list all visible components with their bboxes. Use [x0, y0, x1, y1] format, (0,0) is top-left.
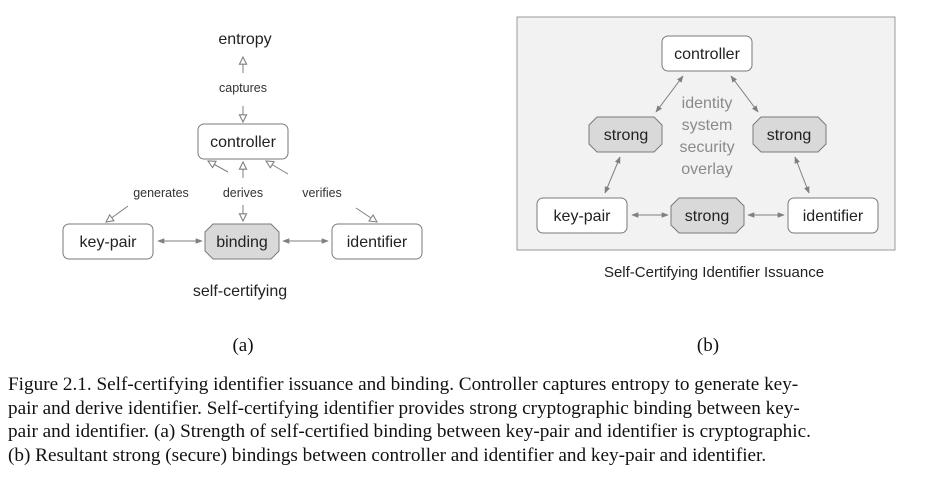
caption-line: pair and identifier. (a) Strength of sel…	[8, 421, 811, 442]
panel-b-node-strong-bottom: strong	[685, 208, 729, 225]
panel-b-overlay-line-4: overlay	[681, 161, 733, 178]
panel-b-edge-controller-strong-left	[655, 75, 684, 113]
edge-label-verifies: verifies	[302, 186, 342, 200]
panel-b-strong-bottom-octagon	[670, 197, 745, 234]
panel-b-node-strong-left: strong	[604, 127, 648, 144]
edge-label-derives: derives	[223, 186, 263, 200]
caption-line: pair and derive identifier. Self-certify…	[8, 397, 800, 419]
panel-b-sublabel: (b)	[697, 335, 719, 356]
figure-caption: Figure 2.1. Self-certifying identifier i…	[8, 373, 933, 467]
panel-a: entropy captures controller generates de…	[62, 31, 423, 356]
edge-verifies-upper	[266, 161, 289, 175]
node-controller-box	[197, 123, 289, 160]
node-entropy: entropy	[218, 31, 271, 48]
panel-b-key-pair-box	[536, 197, 628, 234]
panel-b-edge-strong-right-identifier	[794, 156, 810, 194]
panel-b-node-key-pair: key-pair	[554, 208, 612, 225]
panel-b-strong-right-octagon	[752, 116, 827, 153]
panel-b-identifier-box	[787, 197, 879, 234]
caption-line: Figure 2.1. Self-certifying identifier i…	[8, 374, 799, 395]
panel-b-overlay-line-2: system	[682, 117, 733, 134]
edge-label-captures: captures	[219, 81, 267, 95]
node-binding-octagon	[204, 223, 280, 260]
edge-verifies-lower	[355, 207, 377, 222]
panel-a-footer-label: self-certifying	[193, 283, 287, 300]
edge-generates-upper	[208, 161, 229, 173]
edge-label-generates: generates	[133, 186, 189, 200]
panel-b-overlay-line-1: identity	[682, 95, 733, 112]
figure-diagram: entropy captures controller generates de…	[62, 16, 896, 356]
node-key-pair: key-pair	[80, 234, 138, 251]
panel-b-title: Self-Certifying Identifier Issuance	[604, 264, 824, 281]
panel-b: controller strong strong identity system…	[516, 16, 896, 356]
node-identifier: identifier	[347, 234, 408, 251]
panel-b-edge-strong-left-keypair	[604, 156, 621, 194]
panel-b-strong-left-octagon	[588, 116, 663, 153]
panel-b-node-controller: controller	[674, 46, 740, 63]
node-controller: controller	[210, 134, 276, 151]
panel-b-controller-box	[661, 35, 753, 72]
node-key-pair-box	[62, 223, 154, 260]
caption-line: (b) Resultant strong (secure) bindings b…	[8, 444, 767, 466]
panel-b-overlay-line-3: security	[679, 139, 734, 156]
edge-generates-lower	[106, 205, 129, 222]
panel-b-edge-controller-strong-right	[730, 75, 759, 113]
panel-a-sublabel: (a)	[232, 335, 253, 356]
node-binding: binding	[216, 234, 268, 251]
node-identifier-box	[331, 223, 423, 260]
panel-b-node-identifier: identifier	[803, 208, 864, 225]
panel-b-node-strong-right: strong	[767, 127, 811, 144]
